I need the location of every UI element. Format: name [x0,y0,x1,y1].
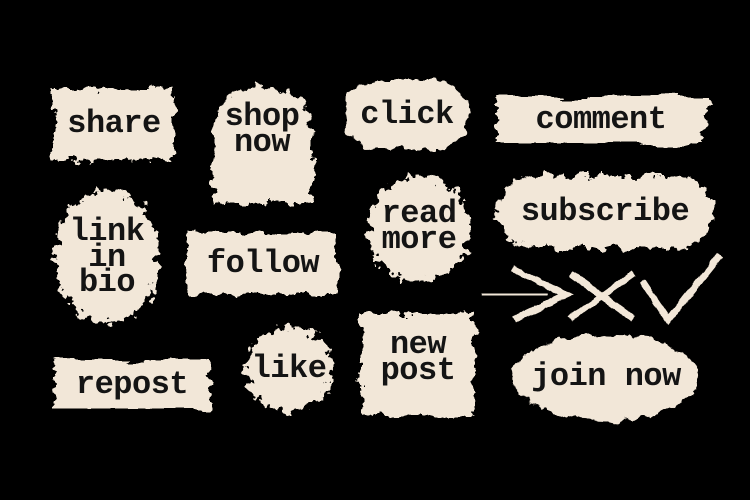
shop-now-paper-shape [212,88,312,202]
share-paper-shape [54,88,174,160]
new-post-paper-shape [362,313,474,415]
sticker-like: like [234,318,344,420]
sticker-join-now: join now [506,326,706,428]
checkmark-icon [636,252,724,328]
sticker-click: click [336,73,478,157]
click-paper-shape [344,81,470,149]
join-now-paper-shape [514,333,698,421]
arrow-right-icon [480,265,574,323]
cross-icon [567,270,637,322]
like-paper-shape [246,327,332,411]
repost-paper-shape [54,360,210,410]
link-in-bio-paper-shape [55,191,159,323]
sticker-comment: comment [486,84,716,156]
sticker-share: share [48,80,180,168]
sticker-link-in-bio: link in bio [42,180,172,335]
comment-paper-shape [496,97,706,143]
sticker-read-more: read more [354,166,484,296]
sticker-repost: repost [46,348,218,422]
read-more-paper-shape [368,177,470,281]
follow-paper-shape [188,232,338,294]
sticker-shop-now: shop now [198,76,326,210]
sticker-follow: follow [180,222,346,306]
subscribe-paper-shape [497,176,713,248]
sticker-new-post: new post [352,303,484,425]
sticker-subscribe: subscribe [487,166,723,258]
